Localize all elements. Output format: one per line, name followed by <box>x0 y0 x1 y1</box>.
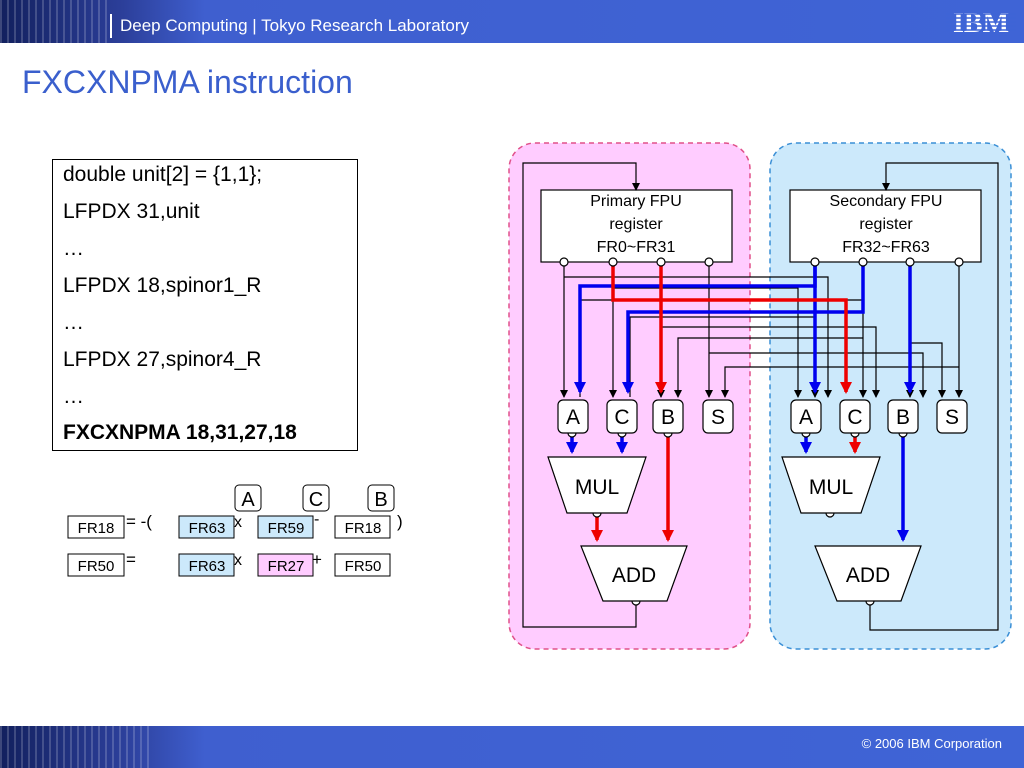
secondary-mul-unit: MUL <box>781 456 881 514</box>
equation-row-2: FR50 = FR63 x FR27 + FR50 <box>67 550 391 577</box>
secondary-fpu-panel <box>769 142 1012 650</box>
svg-text:=: = <box>126 550 136 569</box>
svg-text:FR32~FR63: FR32~FR63 <box>842 239 930 256</box>
secondary-add-unit: ADD <box>814 545 922 602</box>
code-line-7: … <box>63 385 84 408</box>
svg-text:B: B <box>896 406 910 429</box>
footer-bar: © 2006 IBM Corporation <box>0 726 1024 768</box>
svg-text:FR27: FR27 <box>268 558 305 575</box>
header-title: Deep Computing | Tokyo Research Laborato… <box>120 16 470 35</box>
svg-text:A: A <box>566 406 580 429</box>
footer-pattern <box>0 726 150 768</box>
ibm-logo: IBM <box>946 8 1016 38</box>
svg-text:FR63: FR63 <box>189 558 226 575</box>
footer-copyright: © 2006 IBM Corporation <box>861 736 1002 751</box>
page-title: FXCXNPMA instruction <box>22 64 353 100</box>
svg-text:MUL: MUL <box>809 476 853 499</box>
code-line-5: … <box>63 311 84 334</box>
svg-text:S: S <box>711 406 725 429</box>
header-pattern <box>0 0 110 43</box>
code-line-3: … <box>63 237 84 260</box>
primary-ports: A C B S <box>557 399 734 434</box>
header-bar: Deep Computing | Tokyo Research Laborato… <box>0 0 1024 43</box>
primary-register: Primary FPU register FR0~FR31 <box>540 189 733 263</box>
code-line-1: double unit[2] = {1,1}; <box>63 163 263 186</box>
primary-mul-unit: MUL <box>547 456 647 514</box>
svg-text:FR50: FR50 <box>345 558 382 575</box>
code-line-4: LFPDX 18,spinor1_R <box>63 274 262 297</box>
svg-text:FR50: FR50 <box>78 558 115 575</box>
secondary-feedback-line <box>869 162 999 631</box>
svg-text:B: B <box>374 489 387 511</box>
svg-text:ADD: ADD <box>612 564 656 587</box>
primary-feedback-line <box>522 162 640 628</box>
svg-text:C: C <box>309 489 323 511</box>
svg-text:ADD: ADD <box>846 564 890 587</box>
svg-text:FR0~FR31: FR0~FR31 <box>597 239 676 256</box>
header-divider <box>110 14 112 38</box>
svg-text:x: x <box>234 514 242 531</box>
svg-text:MUL: MUL <box>575 476 619 499</box>
svg-text:FR18: FR18 <box>345 520 382 537</box>
svg-text:= -(: = -( <box>126 512 152 531</box>
svg-text:C: C <box>847 406 862 429</box>
secondary-ports: A C B S <box>790 399 968 434</box>
svg-text:S: S <box>945 406 959 429</box>
crossbar-wires <box>560 262 963 398</box>
equation-row-1: FR18 = -( FR63 x FR59 - FR18 ) <box>67 511 403 539</box>
svg-text:register: register <box>859 216 913 233</box>
svg-text:FR18: FR18 <box>78 520 115 537</box>
svg-text:C: C <box>614 406 629 429</box>
svg-text:A: A <box>799 406 813 429</box>
svg-text:A: A <box>241 489 255 511</box>
equation-labels: A C B <box>234 484 395 512</box>
svg-text:+: + <box>312 550 322 569</box>
svg-text:Secondary FPU: Secondary FPU <box>830 193 943 210</box>
code-box: double unit[2] = {1,1}; LFPDX 31,unit … … <box>52 159 358 451</box>
secondary-register: Secondary FPU register FR32~FR63 <box>789 189 982 263</box>
svg-text:FR63: FR63 <box>189 520 226 537</box>
svg-text:): ) <box>397 512 403 531</box>
svg-text:register: register <box>609 216 663 233</box>
primary-add-unit: ADD <box>580 545 688 602</box>
svg-text:FR59: FR59 <box>268 520 305 537</box>
svg-text:B: B <box>661 406 675 429</box>
svg-text:x: x <box>234 552 242 569</box>
svg-text:IBM: IBM <box>953 8 1009 38</box>
svg-text:-: - <box>314 511 319 528</box>
code-line-2: LFPDX 31,unit <box>63 200 200 223</box>
code-line-8: FXCXNPMA 18,31,27,18 <box>63 421 297 444</box>
code-line-6: LFPDX 27,spinor4_R <box>63 348 262 371</box>
svg-text:Primary FPU: Primary FPU <box>590 193 682 210</box>
